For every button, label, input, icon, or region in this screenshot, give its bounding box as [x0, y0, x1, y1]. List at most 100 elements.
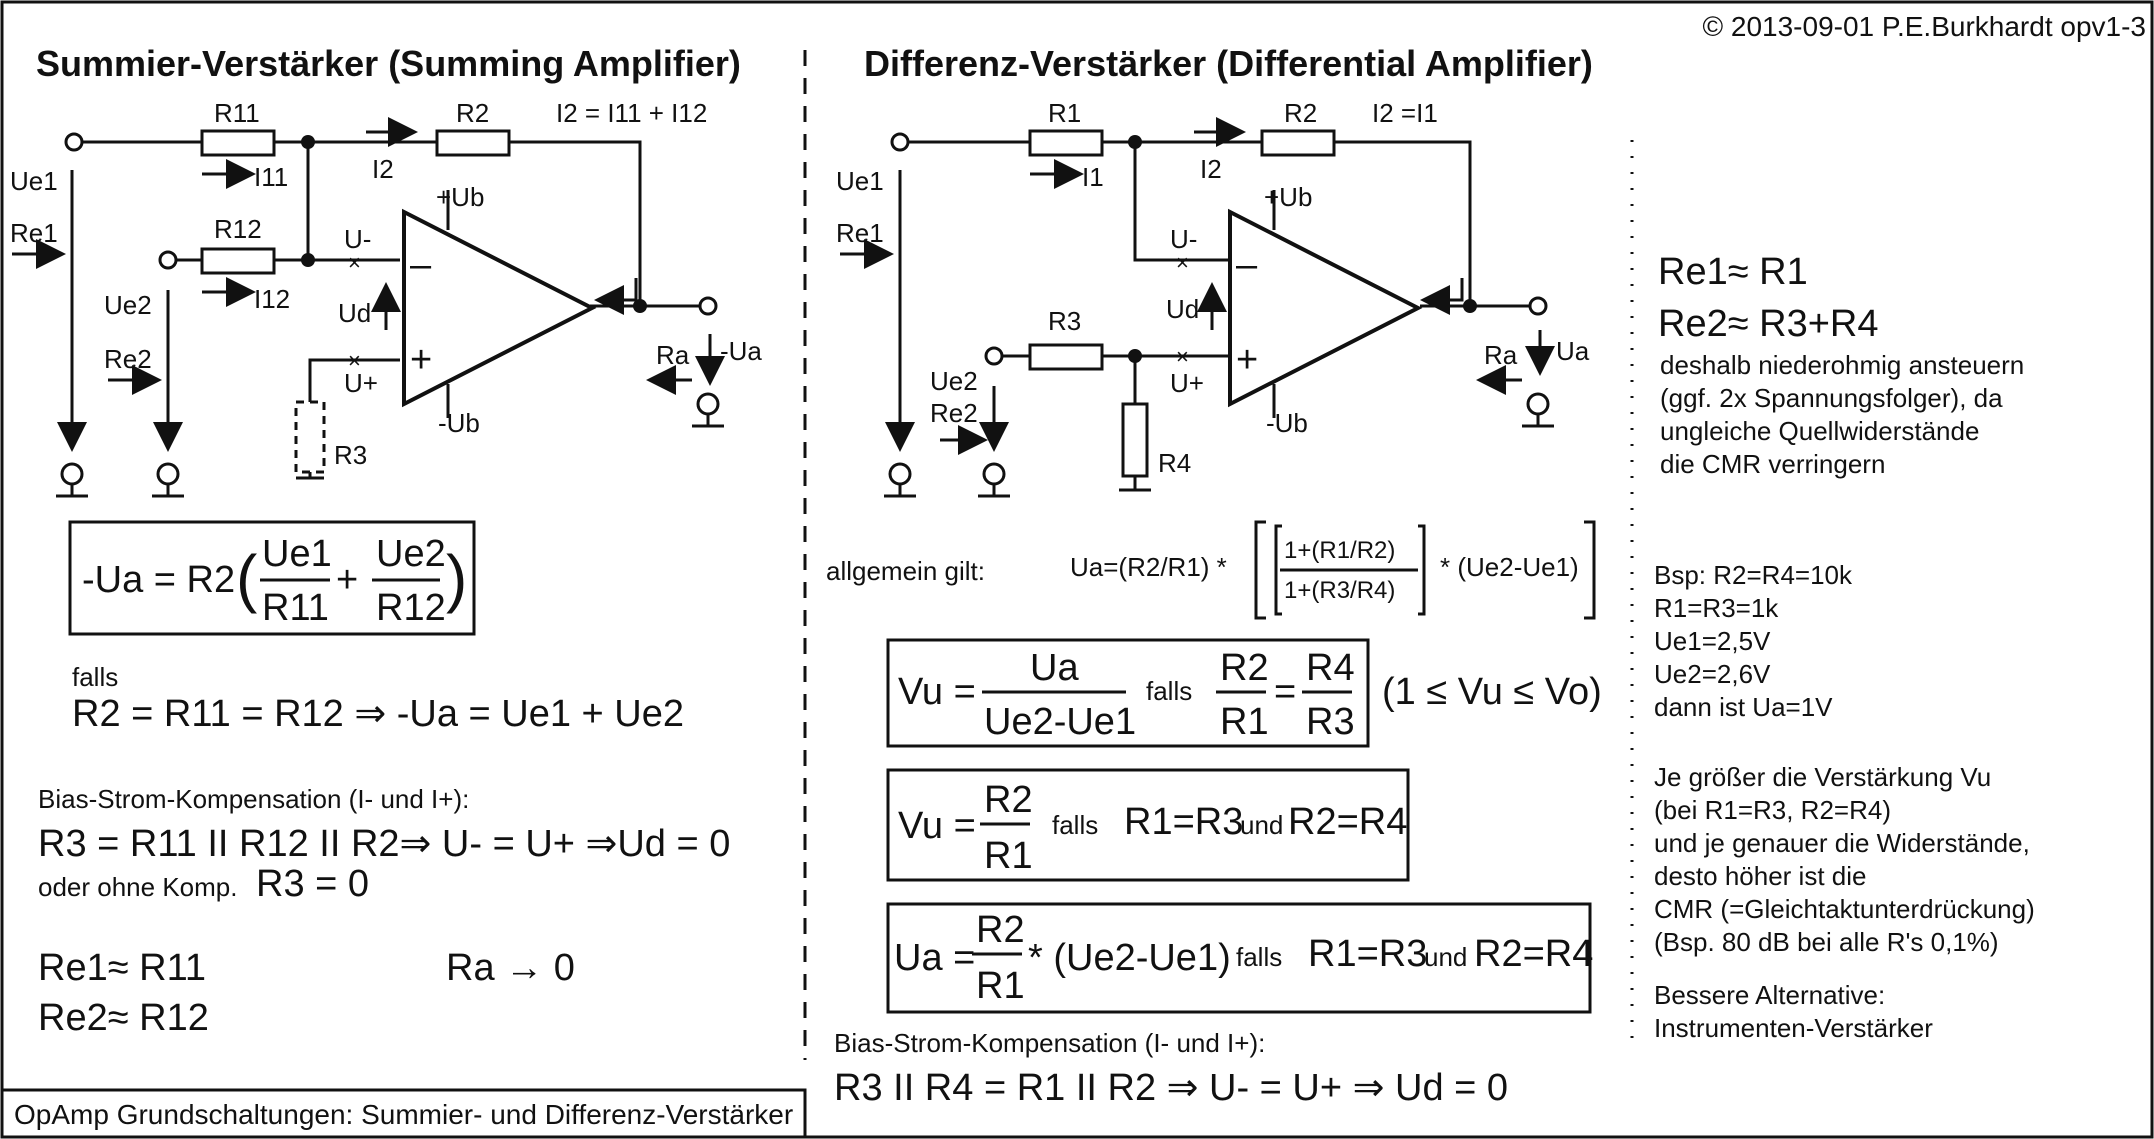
svg-text:* (Ue2-Ue1): * (Ue2-Ue1): [1440, 552, 1579, 582]
svg-text:Ue2: Ue2: [930, 366, 978, 396]
svg-text:(1 ≤ Vu ≤ Vo): (1 ≤ Vu ≤ Vo): [1382, 671, 1602, 713]
resistor-r2-mid: [1260, 129, 1336, 157]
svg-text:Re2≈ R3+R4: Re2≈ R3+R4: [1658, 303, 1878, 345]
svg-text:+: +: [336, 559, 358, 601]
svg-text:Re1: Re1: [836, 218, 884, 248]
svg-text:Ue1: Ue1: [10, 166, 58, 196]
svg-text:R12: R12: [214, 214, 262, 244]
svg-text:R1: R1: [984, 835, 1033, 877]
svg-text:Ue2: Ue2: [376, 533, 446, 575]
note-line: Je größer die Verstärkung Vu: [1654, 762, 1991, 792]
svg-text:I11: I11: [254, 162, 288, 192]
svg-text:Ua =: Ua =: [894, 937, 975, 979]
svg-text:Ud: Ud: [338, 298, 371, 328]
svg-text:–: –: [1236, 244, 1258, 286]
svg-text:R2: R2: [1220, 647, 1269, 689]
note-line: desto höher ist die: [1654, 861, 1866, 891]
svg-text:-Ub: -Ub: [438, 408, 480, 438]
ua-box: [886, 902, 1592, 1014]
summing-title: Summier-Verstärker (Summing Amplifier): [36, 43, 741, 84]
svg-text:–: –: [410, 244, 432, 286]
svg-text:Ra: Ra: [1484, 340, 1518, 370]
resistor-r4: [1121, 402, 1149, 478]
svg-text:-Ub: -Ub: [1266, 408, 1308, 438]
svg-text:×: ×: [1176, 344, 1189, 369]
note-line: CMR (=Gleichtaktunterdrückung): [1654, 894, 2035, 924]
terminal-ue1-mid: [890, 132, 910, 152]
terminal-ue1-left: [64, 132, 84, 152]
svg-text:Re1≈ R1: Re1≈ R1: [1658, 251, 1808, 293]
footer-text: OpAmp Grundschaltungen: Summier- und Dif…: [14, 1099, 793, 1130]
vu-simple-box: [886, 768, 1410, 882]
note-line: Ue2=2,6V: [1654, 659, 1771, 689]
svg-text:Ua: Ua: [1030, 647, 1079, 689]
svg-text:I2: I2: [1200, 154, 1222, 184]
svg-text:R11: R11: [214, 98, 260, 128]
svg-text:R1=R3: R1=R3: [1124, 801, 1243, 843]
svg-text:I1: I1: [1082, 162, 1104, 192]
svg-text:R3: R3: [1306, 701, 1355, 743]
resistor-r12: [200, 247, 276, 275]
svg-text:R2: R2: [1284, 98, 1317, 128]
resistor-r3-mid: [1028, 343, 1104, 371]
svg-text:R1=R3: R1=R3: [1308, 933, 1427, 975]
note-line: (Bsp. 80 dB bei alle R's 0,1%): [1654, 927, 1999, 957]
svg-text:Re2: Re2: [930, 398, 978, 428]
svg-text:-Ua = R2: -Ua = R2: [82, 559, 235, 601]
svg-text:R2=R4: R2=R4: [1288, 801, 1407, 843]
note-line: Bessere Alternative:: [1654, 980, 1885, 1010]
svg-text:falls: falls: [1146, 676, 1192, 706]
svg-text:R4: R4: [1158, 448, 1191, 478]
note-line: deshalb niederohmig ansteuern: [1660, 350, 2024, 380]
note-line: dann ist Ua=1V: [1654, 692, 1833, 722]
note-line: (ggf. 2x Spannungsfolger), da: [1660, 383, 2003, 413]
resistor-r1: [1028, 129, 1104, 157]
svg-text:R2: R2: [456, 98, 489, 128]
svg-text:-Ua: -Ua: [720, 336, 762, 366]
svg-text:Ue2: Ue2: [104, 290, 152, 320]
resistor-r11: [200, 129, 276, 157]
svg-text:Ua=(R2/R1) *: Ua=(R2/R1) *: [1070, 552, 1227, 582]
svg-text:Ra → 0: Ra → 0: [446, 947, 575, 989]
svg-text:Ue1: Ue1: [836, 166, 884, 196]
note-line: Bsp: R2=R4=10k: [1654, 560, 1853, 590]
svg-text:R1: R1: [1220, 701, 1269, 743]
svg-text:R2: R2: [984, 779, 1033, 821]
opamp-left: [402, 208, 597, 408]
svg-text:R2 = R11 = R12 ⇒ -Ua = Ue1 +: R2 = R11 = R12 ⇒ -Ua = Ue1 + Ue2: [72, 693, 684, 735]
svg-text:+Ub: +Ub: [1264, 182, 1312, 212]
resistor-r2-left: [435, 129, 511, 157]
svg-text:R4: R4: [1306, 647, 1355, 689]
svg-text:×: ×: [348, 250, 361, 275]
svg-text:R3: R3: [1048, 306, 1081, 336]
svg-text:Re1≈ R11: Re1≈ R11: [38, 947, 206, 989]
svg-text:Re2≈ R12: Re2≈ R12: [38, 997, 209, 1039]
svg-text:): ): [446, 542, 467, 614]
svg-text:falls: falls: [1052, 810, 1098, 840]
svg-text:=: =: [1274, 671, 1296, 713]
svg-text:×: ×: [1176, 250, 1189, 275]
svg-text:Ra: Ra: [656, 340, 690, 370]
svg-text:R11: R11: [262, 587, 329, 629]
svg-text:+: +: [1236, 339, 1258, 381]
svg-text:R3 II R4 = R1 II R2 ⇒ U- = U+: R3 II R4 = R1 II R2 ⇒ U- = U+ ⇒ Ud = 0: [834, 1067, 1508, 1109]
svg-text:Bias-Strom-Kompensation (I- un: Bias-Strom-Kompensation (I- und I+):: [834, 1028, 1265, 1058]
svg-text:Ue2-Ue1: Ue2-Ue1: [984, 701, 1136, 743]
svg-text:R1: R1: [1048, 98, 1081, 128]
svg-text:* (Ue2-Ue1): * (Ue2-Ue1): [1028, 937, 1231, 979]
summing-amplifier-section: Summier-Verstärker (Summing Amplifier) –…: [10, 43, 762, 1039]
svg-text:allgemein gilt:: allgemein gilt:: [826, 556, 985, 586]
opamp-mid: [1228, 208, 1423, 408]
svg-text:U-: U-: [344, 224, 371, 254]
svg-text:Ue1: Ue1: [262, 533, 332, 575]
svg-text:+Ub: +Ub: [436, 182, 484, 212]
svg-text:R3 = 0: R3 = 0: [256, 863, 369, 905]
differential-amplifier-section: Differenz-Verstärker (Differential Ampli…: [826, 43, 1602, 1109]
svg-text:Bias-Strom-Kompensation (I- un: Bias-Strom-Kompensation (I- und I+):: [38, 784, 469, 814]
svg-text:I2: I2: [372, 154, 394, 184]
svg-text:R2=R4: R2=R4: [1474, 933, 1593, 975]
svg-text:R1: R1: [976, 965, 1025, 1007]
svg-text:R2: R2: [976, 909, 1025, 951]
